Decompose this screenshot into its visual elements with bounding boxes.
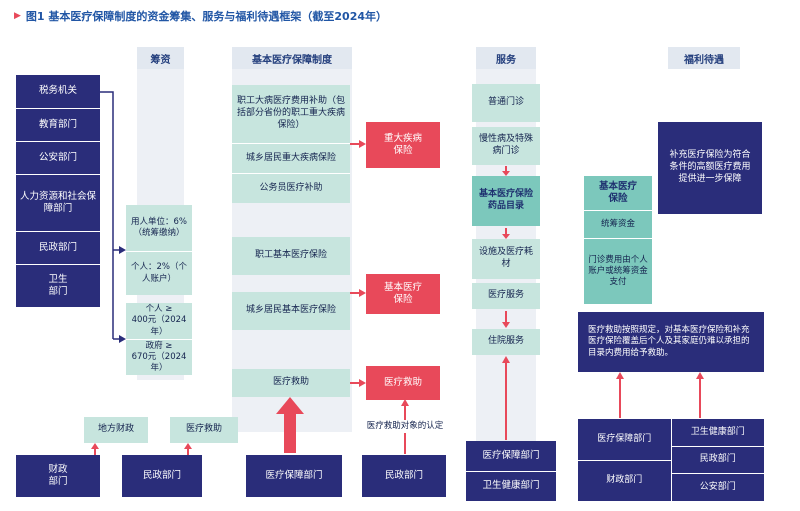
service-general-outpatient-box: 普通门诊 — [472, 84, 540, 122]
critical-illness-sources-box: 职工大病医疗费用补助（包括部分省份的职工重大疾病保险） 城乡居民重大疾病保险 公… — [232, 85, 350, 203]
funding-individual-rate: 个人：2%（个人账户） — [126, 251, 192, 295]
critical-illness-insurance-box: 重大疾病 保险 — [366, 122, 440, 168]
service-medical-services-box: 医疗服务 — [472, 283, 540, 309]
medical-assistance-box: 医疗救助 — [366, 366, 440, 400]
civil-affairs-dept-left-box: 民政部门 — [122, 455, 202, 497]
security-health-depts-box: 医疗保障部门 卫生健康部门 — [466, 441, 556, 501]
benefit-pooled-fund: 统筹资金 — [584, 210, 652, 238]
critical-source-employee-subsidy: 职工大病医疗费用补助（包括部分省份的职工重大疾病保险） — [236, 96, 345, 130]
finance-dept-box: 财政 部门 — [16, 455, 100, 497]
service-drug-catalog-box: 基本医疗保险药品目录 — [472, 176, 540, 226]
org-tax-authority: 税务机关 — [38, 85, 77, 97]
arrowhead-to-resident-box — [119, 335, 126, 343]
benefit-basic-title: 基本医疗 保险 — [598, 180, 637, 204]
grid-medical-security-dept: 医疗保障部门 — [597, 433, 652, 444]
grid-left-column: 医疗保障部门 财政部门 — [578, 419, 671, 501]
column-header-system: 基本医疗保障制度 — [232, 47, 352, 69]
grid-finance-dept: 财政部门 — [578, 460, 671, 501]
basic-insurance-box: 基本医疗 保险 — [366, 274, 440, 314]
column-header-benefits: 福利待遇 — [668, 47, 740, 69]
column-header-funding: 筹资 — [137, 47, 184, 69]
title-text: 图1 基本医疗保障制度的资金筹集、服务与福利待遇框架（截至2024年） — [25, 10, 388, 23]
grid-right-column: 卫生健康部门 民政部门 公安部门 — [670, 419, 764, 501]
service-chronic-outpatient-box: 慢性病及特殊病门诊 — [472, 127, 540, 165]
employee-basic-insurance-box: 职工基本医疗保险 — [232, 237, 350, 275]
critical-source-resident-insurance: 城乡居民重大疾病保险 — [232, 143, 350, 173]
grid-public-security-dept: 公安部门 — [671, 473, 764, 501]
right-depts-grid-box: 医疗保障部门 财政部门 卫生健康部门 民政部门 公安部门 — [578, 419, 764, 501]
service-facilities-box: 设施及医疗耗材 — [472, 239, 540, 279]
benefit-outpatient-payment: 门诊费用由个人账户或统筹资金支付 — [584, 238, 652, 304]
funding-government-min: 政府 ≥ 670元（2024年） — [126, 339, 192, 375]
resident-basic-insurance-box: 城乡居民基本医疗保险 — [232, 292, 350, 330]
benefit-supplementary-insurance-box: 补充医疗保险为符合条件的高额医疗费用提供进一步保障 — [658, 122, 762, 214]
title-marker-icon: ▶ — [14, 11, 21, 21]
left-orgs-column: 税务机关 教育部门 公安部门 人力资源和社会保障部门 民政部门 卫生 部门 — [16, 75, 100, 307]
org-health-dept: 卫生 部门 — [16, 264, 100, 307]
funding-resident-box: 个人 ≥ 400元（2024年） 政府 ≥ 670元（2024年） — [126, 303, 192, 375]
bottom-medical-assistance-box: 医疗救助 — [170, 417, 238, 443]
service-inpatient-box: 住院服务 — [472, 329, 540, 355]
figure-title: ▶ 图1 基本医疗保障制度的资金筹集、服务与福利待遇框架（截至2024年） — [14, 8, 654, 24]
grid-civil-affairs-dept: 民政部门 — [671, 446, 764, 473]
medical-assistance-source-box: 医疗救助 — [232, 369, 350, 397]
org-education-dept: 教育部门 — [16, 108, 100, 141]
pair-medical-security-dept: 医疗保障部门 — [482, 449, 540, 461]
critical-source-civil-servant-subsidy: 公务员医疗补助 — [232, 173, 350, 203]
benefit-assistance-note-box: 医疗救助按照规定，对基本医疗保险和补充医疗保险覆盖后个人及其家庭仍难以承担的目录… — [578, 312, 764, 372]
recognition-note: 医疗救助对象的认定 — [352, 420, 458, 434]
benefit-basic-insurance-box: 基本医疗 保险 统筹资金 门诊费用由个人账户或统筹资金支付 — [584, 176, 652, 304]
funding-individual-min: 个人 ≥ 400元（2024年） — [131, 304, 187, 337]
local-finance-box: 地方财政 — [84, 417, 148, 443]
org-hr-social-security-dept: 人力资源和社会保障部门 — [16, 174, 100, 231]
funding-contribution-box: 用人单位：6%（统筹缴纳） 个人：2%（个人账户） — [126, 205, 192, 295]
pair-health-commission-dept: 卫生健康部门 — [466, 471, 556, 501]
medical-security-dept-box: 医疗保障部门 — [246, 455, 342, 497]
column-header-services: 服务 — [476, 47, 536, 69]
funding-employer-rate: 用人单位：6%（统筹缴纳） — [131, 216, 187, 238]
navy-funding-connector — [100, 91, 119, 340]
org-civil-affairs-dept: 民政部门 — [16, 231, 100, 264]
civil-affairs-dept-mid-box: 民政部门 — [362, 455, 446, 497]
org-public-security-dept: 公安部门 — [16, 141, 100, 174]
grid-health-commission-dept: 卫生健康部门 — [690, 426, 745, 437]
arrowhead-to-contribution-box — [119, 246, 126, 254]
